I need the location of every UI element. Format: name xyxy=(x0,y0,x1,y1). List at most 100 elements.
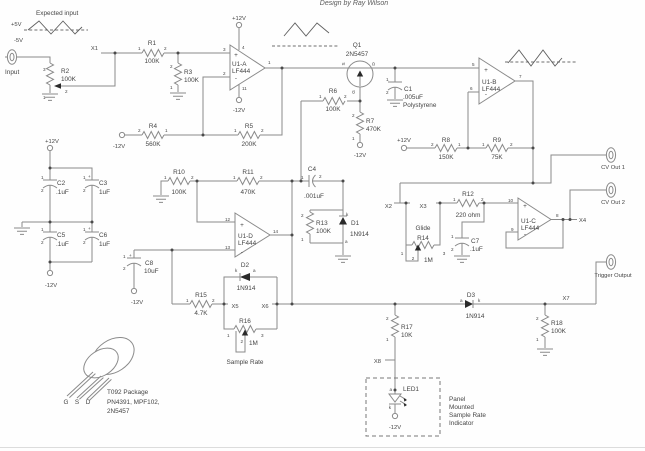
r4-vminus-label: -12V xyxy=(113,144,125,150)
to92-pin-d: D xyxy=(86,399,91,406)
r16-pin1: 1 xyxy=(227,333,230,338)
opamp-u1a xyxy=(229,44,266,91)
r8-pin1: 1 xyxy=(458,142,461,147)
c6-val: 1uF xyxy=(99,241,110,248)
waveform-u1a-output xyxy=(272,22,338,47)
node-x6-label: X6 xyxy=(261,304,268,310)
resistor-r9: R9 75K 1 2 xyxy=(482,137,513,161)
r5-pin2: 2 xyxy=(261,128,264,133)
trigger-jack-icon xyxy=(603,254,617,270)
c8-vminus-label: -12V xyxy=(131,300,143,306)
r13-val: 100K xyxy=(316,228,332,235)
ground-icon xyxy=(13,227,31,235)
c8-pin1: 1 xyxy=(123,254,126,259)
resistor-r8: +12V R8 150K 2 1 xyxy=(397,137,461,161)
d1-part: 1N914 xyxy=(350,231,369,238)
r3-val: 100K xyxy=(184,77,200,84)
diode-d1-labels: k D1 a 1N914 xyxy=(345,212,369,244)
resistor-r6: R6 100K 1 2 xyxy=(319,88,347,113)
u1b-minus: - xyxy=(485,91,487,98)
r5-ref: R5 xyxy=(245,123,254,130)
node-x3-label: X3 xyxy=(419,204,426,210)
u1b-ref: U1-B xyxy=(482,79,497,86)
c1-pin2: 2 xyxy=(386,90,389,95)
r13-pin1: 1 xyxy=(301,237,304,242)
r9-val: 75K xyxy=(491,154,503,161)
r18-val: 100K xyxy=(551,328,567,335)
c4-pin1: 1 xyxy=(301,175,304,180)
r4-val: 560K xyxy=(146,141,162,148)
input-jack-label: Input xyxy=(5,69,19,76)
r14-pin2: 2 xyxy=(412,256,415,261)
to92-parts-line2: 2N5457 xyxy=(107,408,130,415)
caps-vminus-label: -12V xyxy=(45,283,57,289)
led1-vminus-label: -12V xyxy=(389,425,401,431)
r7-pin2: 2 xyxy=(352,113,355,118)
diode-d2-labels: k a D2 1N914 xyxy=(235,262,256,292)
r12-pin2: 2 xyxy=(481,197,484,202)
resistor-r15: R15 4.7K 1 2 xyxy=(186,292,215,317)
r8-ref: R8 xyxy=(442,137,451,144)
r12-ref: R12 xyxy=(462,191,474,198)
opamp-u1b xyxy=(478,57,516,105)
c1-val: .005uF xyxy=(403,94,423,101)
u1d-pin14: 14 xyxy=(273,229,279,234)
r14-ref: R14 xyxy=(417,235,429,242)
u1b-plus: + xyxy=(484,67,488,74)
r11-pin1: 1 xyxy=(233,175,236,180)
c6-pin1: 1 xyxy=(83,227,86,232)
to92-parts-line1: PN4391, MPF102, xyxy=(107,399,160,406)
q1-pin-s: S xyxy=(341,62,346,65)
r10-val: 100K xyxy=(172,189,188,196)
pot-r16: R16 1 3 2 1M Sample Rate xyxy=(227,318,264,366)
r14-val: 1M xyxy=(424,257,433,264)
u1b-pin5: 5 xyxy=(472,62,475,67)
to92-title: T092 Package xyxy=(107,389,149,396)
capacitor-c4: C4 .001uF 1 2 xyxy=(301,166,324,200)
resistor-r7: R7 470K 2 1 -12V xyxy=(352,113,382,159)
r5-pin1: 1 xyxy=(234,128,237,133)
c5-val: .1uF xyxy=(56,241,69,248)
c7-ref: C7 xyxy=(471,238,480,245)
d1-ref: D1 xyxy=(351,220,360,227)
u1d-part: LF444 xyxy=(238,240,257,247)
q1-ref: Q1 xyxy=(353,42,362,49)
r17-pin2: 2 xyxy=(386,316,389,321)
c2-pin1: 1 xyxy=(41,175,44,180)
r14-pin3: 3 xyxy=(443,251,446,256)
r1-val: 100K xyxy=(145,58,161,65)
u1d-minus: - xyxy=(241,249,243,256)
node-x1-label: X1 xyxy=(91,46,98,52)
r12-pin1: 1 xyxy=(453,197,456,202)
caps-vplus-label: +12V xyxy=(45,139,59,145)
diode-d2 xyxy=(239,273,250,281)
panel-note-line1: Panel xyxy=(449,396,465,403)
waveform-u1b-output xyxy=(505,49,577,67)
u1a-part: LF444 xyxy=(232,68,251,75)
q1-part: 2N5457 xyxy=(346,51,369,58)
led-led1 xyxy=(388,393,407,407)
plus5v-label: +5V xyxy=(11,22,22,28)
pot-r16-wiper-icon xyxy=(241,329,249,336)
q1-pin-g: G xyxy=(351,90,356,94)
c5-ref: C5 xyxy=(57,232,66,239)
opamp-u1d-labels: 12 13 14 + - U1-D LF444 xyxy=(225,217,279,256)
cv-out-2-label: CV Out 2 xyxy=(601,200,625,206)
u1c-plus: + xyxy=(523,203,527,210)
d3-part: 1N914 xyxy=(466,313,485,320)
d3-pin-k: k xyxy=(478,298,481,303)
led1-pin-k: k xyxy=(389,405,392,410)
r10-pin1: 1 xyxy=(164,175,167,180)
u1c-pin9: 9 xyxy=(511,227,514,232)
expected-input-label: Expected input xyxy=(36,10,79,17)
cv-out-1-label: CV Out 1 xyxy=(601,165,625,171)
u1c-pin10: 10 xyxy=(508,198,514,203)
c6-pin2: 2 xyxy=(83,240,86,245)
d2-pin-a: a xyxy=(253,268,256,273)
decoupling-caps-labels: +12V -12V 1 2 C2 .1uF 1 + 2 C3 1uF 1 2 C… xyxy=(41,139,110,289)
d2-part: 1N914 xyxy=(237,285,256,292)
r1-pin2: 2 xyxy=(164,46,167,51)
r11-val: 470K xyxy=(241,189,257,196)
minus5v-label: -5V xyxy=(14,38,23,44)
u1c-part: LF444 xyxy=(521,225,540,232)
